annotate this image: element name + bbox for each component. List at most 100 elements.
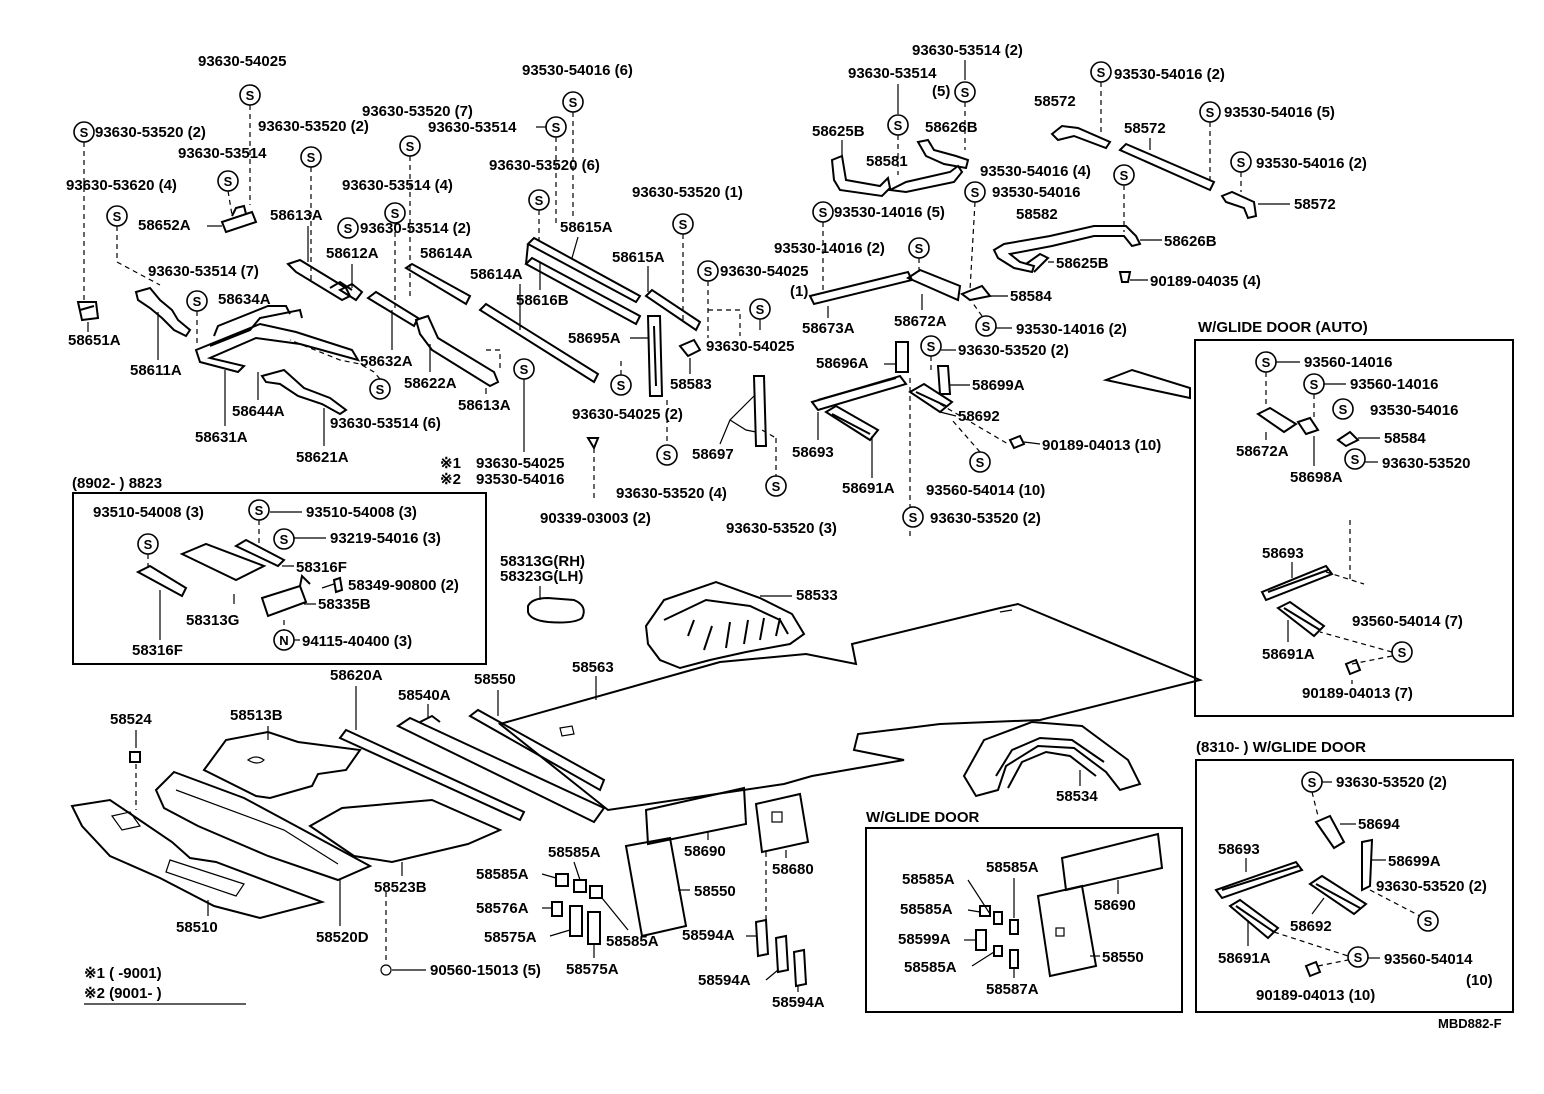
screw-icon [656, 444, 678, 466]
label: 58693 [792, 444, 834, 461]
box-title: (8902- ) 8823 [72, 475, 162, 492]
label: 58695A [568, 330, 621, 347]
screw-icon [239, 84, 261, 106]
screw-icon [610, 374, 632, 396]
label: 58693 [1218, 841, 1260, 858]
label: 93630-54025 [706, 338, 794, 355]
label: 58631A [195, 429, 248, 446]
screw-icon [1344, 448, 1366, 470]
label: 58615A [560, 219, 613, 236]
label: 93530-14016 (2) [774, 240, 885, 257]
label: 58524 [110, 711, 152, 728]
label: 58563 [572, 659, 614, 676]
inset-8310-glide-door: (8310- ) W/GLIDE DOOR 93630-53520 (2) 58… [1195, 739, 1514, 1013]
label: 58615A [612, 249, 665, 266]
diagram-code: MBD882-F [1438, 1016, 1502, 1031]
label: 93630-53514 [428, 119, 517, 136]
screw-icon [248, 499, 270, 521]
label: 93630-53620 (4) [66, 177, 177, 194]
label: 58510 [176, 919, 218, 936]
label: 58644A [232, 403, 285, 420]
label: 58680 [772, 861, 814, 878]
label: 58540A [398, 687, 451, 704]
label: 93560-54014 [1384, 951, 1473, 968]
label: 93219-54016 (3) [330, 530, 441, 547]
top-middle-rails: 93530-54016 (6) 93630-53514 93630-53520 … [428, 62, 837, 537]
label: 93630-53520 (2) [1376, 878, 1487, 895]
screw-icon [186, 290, 208, 312]
label: 58594A [698, 972, 751, 989]
screw-icon [1417, 910, 1439, 932]
screw-icon [749, 298, 771, 320]
label: 93630-53520 (3) [726, 520, 837, 537]
screw-icon [513, 358, 535, 380]
label: 58691A [842, 480, 895, 497]
label: 58691A [1218, 950, 1271, 967]
screw-icon [969, 451, 991, 473]
label: 58693 [1262, 545, 1304, 562]
label: 93530-54016 [1370, 402, 1458, 419]
label: 58572 [1034, 93, 1076, 110]
floor-assembly: 58313G(RH) 58323G(LH) 58533 58563 58534 … [70, 553, 1204, 1011]
screw-icon [528, 189, 550, 211]
label: 93630-53520 (2) [258, 118, 369, 135]
label: 58622A [404, 375, 457, 392]
label: 58694 [1358, 816, 1400, 833]
label: 93530-54016 [476, 471, 564, 488]
screw-icon [273, 528, 295, 550]
label: 93630-53514 (7) [148, 263, 259, 280]
label: 93530-14016 (2) [1016, 321, 1127, 338]
label: 58585A [986, 859, 1039, 876]
note-mark: ※1 [440, 455, 461, 472]
screw-icon [697, 260, 719, 282]
label: 58698A [1290, 469, 1343, 486]
label: 58594A [772, 994, 825, 1011]
label: 90189-04035 (4) [1150, 273, 1261, 290]
label: 58587A [986, 981, 1039, 998]
label: 58626B [925, 119, 978, 136]
label: 58335B [318, 596, 371, 613]
label: 94115-40400 (3) [302, 633, 412, 650]
label: 58575A [566, 961, 619, 978]
label: 58583 [670, 376, 712, 393]
label: 58672A [1236, 443, 1289, 460]
screw-icon [902, 506, 924, 528]
label: 58523B [374, 879, 427, 896]
label: 58625B [1056, 255, 1109, 272]
label: 93630-53520 (2) [95, 124, 206, 141]
screw-icon [1303, 373, 1325, 395]
label: 58316F [296, 559, 347, 576]
inset-glide-door-auto: W/GLIDE DOOR (AUTO) 93560-14016 93560-14… [1102, 319, 1514, 717]
label: 93560-14016 [1304, 354, 1392, 371]
label: 93630-54025 [198, 53, 286, 70]
label: 58691A [1262, 646, 1315, 663]
label: 93630-54025 [720, 263, 808, 280]
label: 93630-53520 (2) [1336, 774, 1447, 791]
label: 58584 [1010, 288, 1052, 305]
screw-icon [1090, 61, 1112, 83]
label: 58550 [694, 883, 736, 900]
inset-8902: (8902- ) 8823 93510-54008 (3) 58316F 935… [72, 475, 487, 665]
label: 58533 [796, 587, 838, 604]
label: 93530-54016 (6) [522, 62, 633, 79]
screw-icon [672, 213, 694, 235]
label: 58316F [132, 642, 183, 659]
label: (5) [932, 83, 950, 100]
screw-icon [562, 91, 584, 113]
box-title: W/GLIDE DOOR [866, 809, 979, 826]
label: 58313G [186, 612, 239, 629]
label: 58576A [476, 900, 529, 917]
label: 93630-53514 [848, 65, 937, 82]
top-right-brackets: 93630-53514 (2) 93630-53514 (5) 58626B 5… [774, 42, 1367, 540]
screw-icon [1199, 101, 1221, 123]
label: 93630-53514 (6) [330, 415, 441, 432]
label: 58572 [1124, 120, 1166, 137]
screw-icon [1255, 351, 1277, 373]
screw-icon [73, 121, 95, 143]
label: 58550 [474, 671, 516, 688]
label: 58673A [802, 320, 855, 337]
label: 58614A [420, 245, 473, 262]
label: 93630-53514 (4) [342, 177, 453, 194]
screw-icon [399, 135, 421, 157]
label: 58616B [516, 292, 569, 309]
